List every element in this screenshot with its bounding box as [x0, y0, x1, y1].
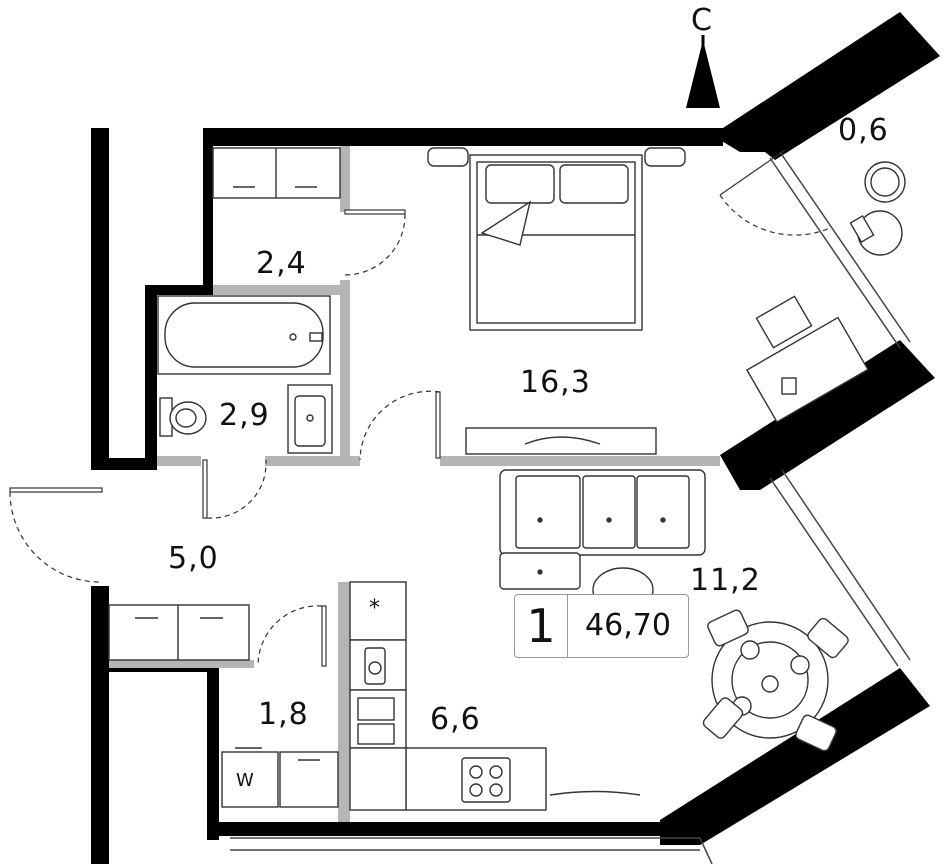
room-area-wardrobe: 2,4 — [256, 246, 307, 281]
doors — [9, 149, 831, 667]
apartment-badge: 1 46,70 — [514, 594, 689, 658]
room-area-utility: 1,8 — [258, 697, 309, 732]
north-arrow-icon — [686, 35, 720, 108]
room-area-balcony: 0,6 — [838, 113, 889, 148]
compass-label: С — [691, 3, 713, 38]
washer-label: W — [236, 770, 255, 791]
room-area-kitchen: 6,6 — [430, 702, 481, 737]
room-area-bedroom: 16,3 — [520, 365, 591, 400]
total-area: 46,70 — [585, 608, 671, 643]
room-area-bathroom: 2,9 — [219, 398, 270, 433]
furniture — [108, 147, 906, 811]
windows — [230, 151, 911, 864]
fridge-icon: * — [369, 596, 381, 621]
room-area-hall: 5,0 — [168, 541, 219, 576]
room-count: 1 — [515, 595, 568, 657]
interior-partitions — [109, 146, 720, 822]
room-area-living: 11,2 — [690, 563, 761, 598]
